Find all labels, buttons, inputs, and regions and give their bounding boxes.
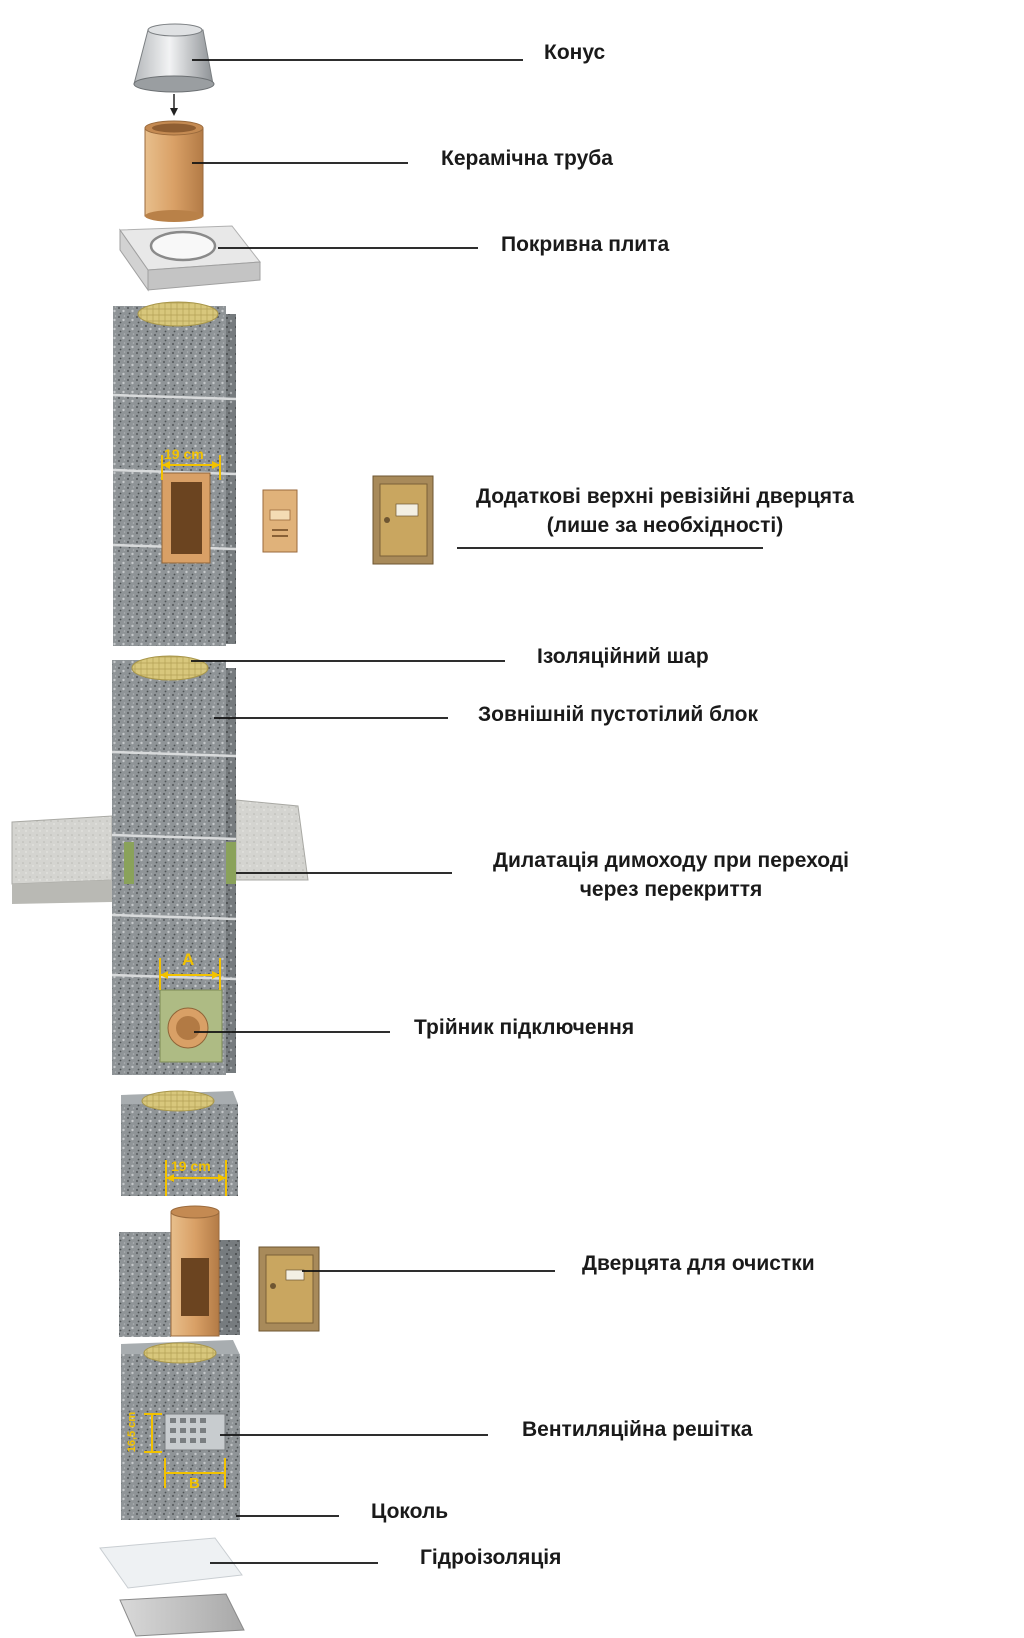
- label-insulation: Ізоляційний шар: [537, 645, 709, 668]
- tee-width-dimension: [159, 958, 221, 990]
- label-cone: Конус: [544, 41, 606, 64]
- lower-opening-dimension: [165, 1160, 227, 1196]
- lower-opening-dimension-label: 19 cm: [171, 1158, 211, 1174]
- grille-height-dimension-label: 16,5 cm: [126, 1411, 139, 1453]
- upper-opening-dimension: [161, 455, 221, 480]
- upper-chimney-section: [112, 301, 237, 646]
- label-tee: Трійник підключення: [414, 1016, 635, 1039]
- inspection-insert: [262, 489, 298, 553]
- label-cleaning-door: Дверцята для очистки: [582, 1252, 815, 1275]
- upper-inspection-door: [372, 475, 434, 565]
- cover-plate: [119, 225, 261, 292]
- label-cover-plate: Покривна плита: [501, 233, 670, 256]
- label-vent-grille: Вентиляційна решітка: [522, 1418, 753, 1441]
- ceramic-pipe: [144, 120, 204, 222]
- upper-opening-dimension-label: 19 cm: [164, 446, 204, 462]
- middle-chimney-section: [11, 655, 309, 1075]
- cleaning-section: [119, 1205, 240, 1337]
- down-arrow-icon: [170, 94, 178, 116]
- label-dilation-line1: Дилатація димоходу при переході: [493, 849, 850, 872]
- label-outer-block: Зовнішній пустотілий блок: [478, 703, 758, 726]
- base-plate: [119, 1593, 245, 1637]
- cone: [133, 23, 215, 93]
- label-ceramic-pipe: Керамічна труба: [441, 147, 613, 170]
- label-upper-door: Додаткові верхні ревізійні дверцята (лиш…: [476, 482, 854, 540]
- plinth: [121, 1340, 240, 1520]
- grille-dimensions: [144, 1413, 226, 1488]
- grille-width-dimension-label: B: [189, 1475, 200, 1492]
- waterproofing-sheet: [99, 1537, 243, 1589]
- label-dilation: Дилатація димоходу при переході через пе…: [493, 846, 849, 904]
- cleaning-door: [258, 1246, 320, 1332]
- label-dilation-line2: через перекриття: [579, 878, 763, 901]
- leader-lines: [191, 59, 763, 1564]
- block-with-opening: [121, 1090, 238, 1196]
- label-plinth: Цоколь: [371, 1500, 449, 1523]
- label-waterproofing: Гідроізоляція: [420, 1546, 562, 1569]
- label-upper-door-line2: (лише за необхідності): [546, 514, 784, 537]
- label-upper-door-line1: Додаткові верхні ревізійні дверцята: [476, 485, 854, 508]
- tee-width-dimension-label: A: [182, 950, 195, 969]
